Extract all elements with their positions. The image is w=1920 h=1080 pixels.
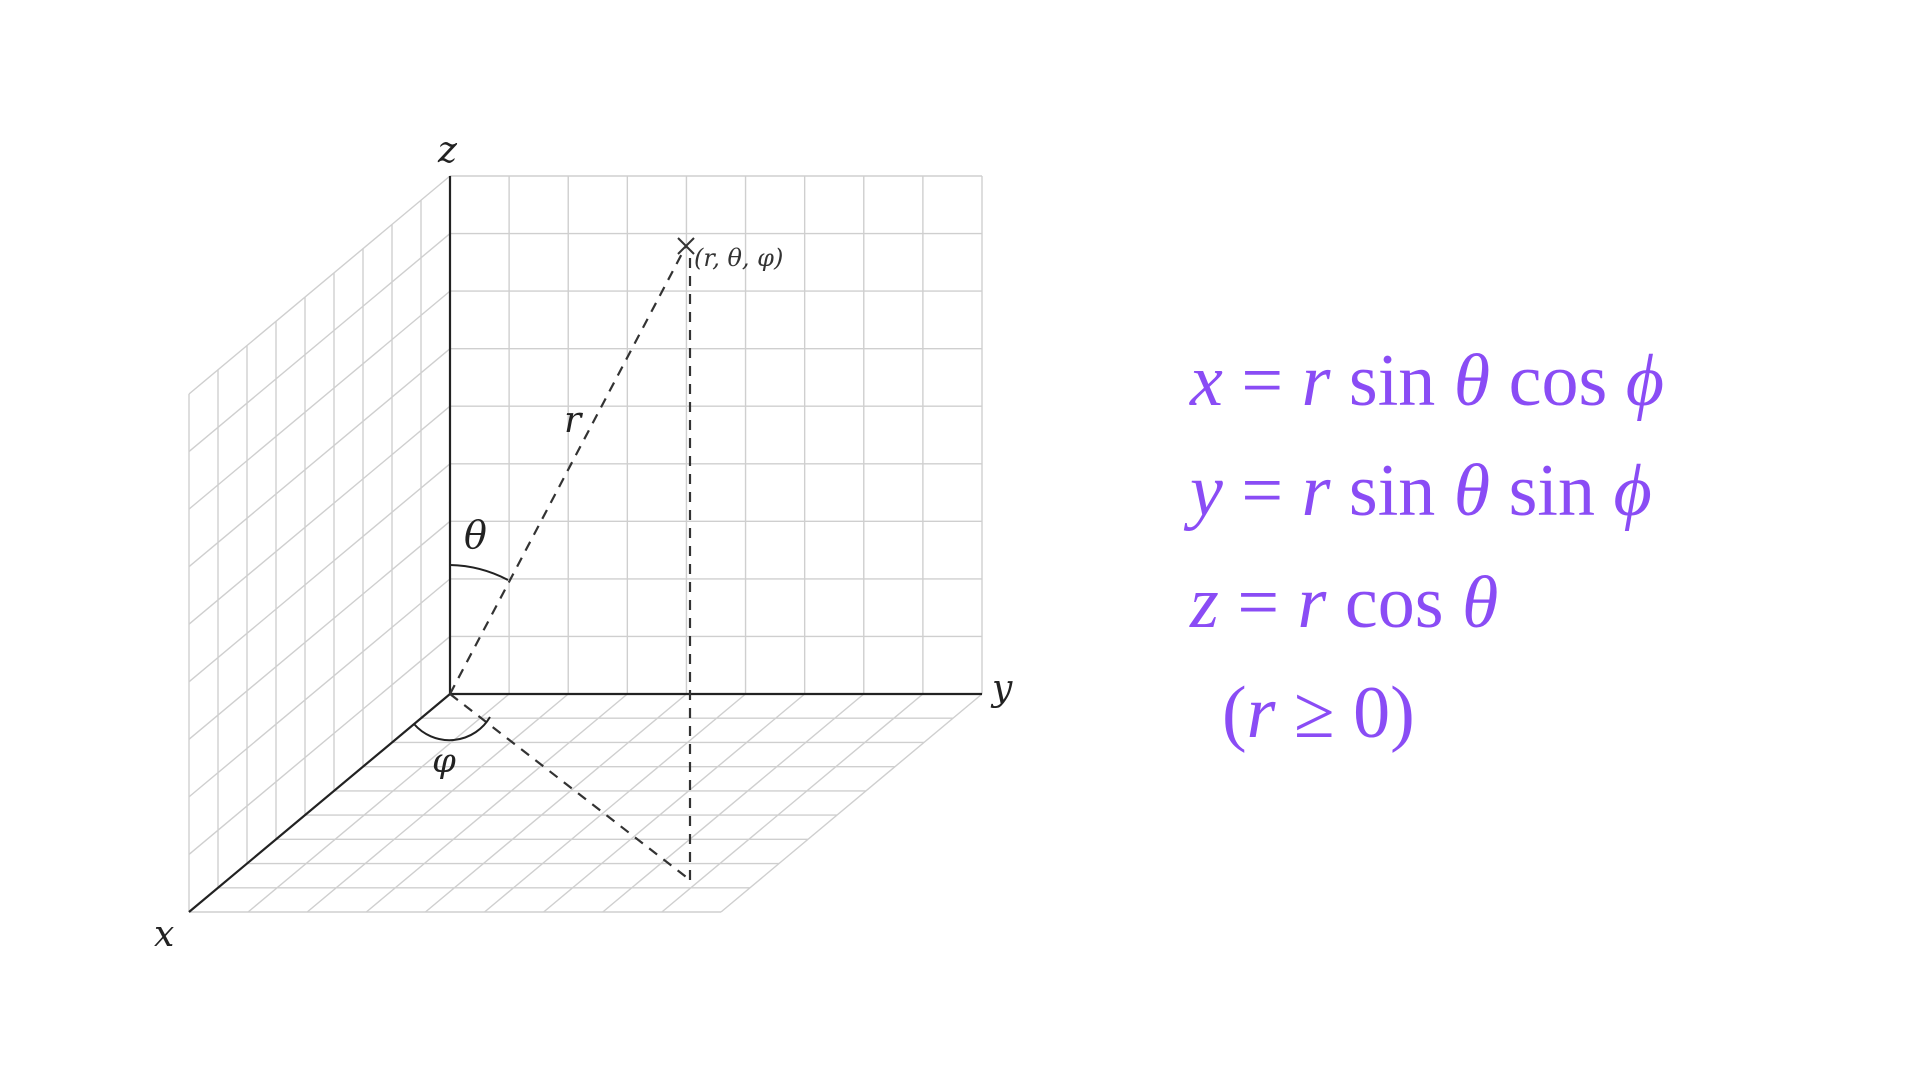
grid-line bbox=[484, 693, 747, 913]
equation-z-lhs: z bbox=[1190, 562, 1219, 644]
theta-arc bbox=[449, 564, 509, 581]
equation-y-sin-2: sin bbox=[1508, 450, 1595, 532]
condition-open-paren: ( bbox=[1222, 672, 1247, 754]
theta-label: θ bbox=[464, 513, 487, 557]
point-label: (r, θ, φ) bbox=[694, 244, 783, 272]
phi-label: φ bbox=[432, 741, 456, 781]
equation-x-phi: ϕ bbox=[1625, 340, 1665, 422]
equation-y-r: r bbox=[1301, 450, 1331, 532]
grid-side-wall bbox=[188, 175, 451, 912]
grid-line bbox=[188, 233, 451, 453]
condition-value: 0 bbox=[1353, 672, 1391, 754]
projection-floor-line bbox=[449, 693, 691, 881]
radius-line bbox=[449, 245, 687, 695]
equation-z-theta: θ bbox=[1462, 562, 1499, 644]
grid-line bbox=[188, 290, 451, 510]
grid-line bbox=[543, 693, 806, 913]
condition-r: r bbox=[1246, 672, 1276, 754]
equation-x-sin: sin bbox=[1348, 340, 1436, 422]
grid-line bbox=[720, 693, 983, 913]
point-marker-icon bbox=[677, 237, 695, 255]
grid-back-wall bbox=[450, 175, 983, 694]
grid-line bbox=[602, 693, 865, 913]
equation-y-lhs: y bbox=[1190, 450, 1223, 532]
equation-condition: (r ≥ 0) bbox=[1222, 676, 1415, 750]
grid-line bbox=[188, 520, 451, 740]
radius-label: r bbox=[564, 400, 583, 441]
grid-line bbox=[188, 463, 451, 683]
equation-x: x = r sin θ cos ϕ bbox=[1190, 344, 1664, 418]
grid-line bbox=[188, 405, 451, 625]
grid-line bbox=[188, 578, 451, 798]
grid-line bbox=[424, 693, 687, 913]
equation-z: z = r cos θ bbox=[1190, 566, 1498, 640]
equation-z-cos: cos bbox=[1344, 562, 1444, 644]
equation-z-r: r bbox=[1297, 562, 1327, 644]
equation-x-theta: θ bbox=[1453, 340, 1491, 422]
grid-line bbox=[661, 693, 924, 913]
grid-line bbox=[188, 175, 451, 395]
condition-close-paren: ) bbox=[1390, 672, 1415, 754]
equation-x-r: r bbox=[1301, 340, 1331, 422]
equation-x-lhs: x bbox=[1190, 340, 1223, 422]
equation-y-sin-1: sin bbox=[1348, 450, 1436, 532]
z-axis-label: z bbox=[437, 130, 458, 171]
y-axis-label: y bbox=[990, 668, 1013, 709]
equation-y-equals: = bbox=[1241, 450, 1284, 532]
grid-line bbox=[188, 348, 451, 568]
equation-y-theta: θ bbox=[1453, 450, 1491, 532]
equation-z-equals: = bbox=[1237, 562, 1280, 644]
phi-arc bbox=[413, 716, 491, 742]
grid-floor bbox=[189, 693, 983, 913]
condition-relation: ≥ bbox=[1293, 672, 1335, 754]
grid-line bbox=[365, 693, 628, 913]
grid-line bbox=[188, 635, 451, 855]
equation-x-equals: = bbox=[1241, 340, 1284, 422]
equation-y-phi: ϕ bbox=[1613, 450, 1652, 532]
equation-x-cos: cos bbox=[1508, 340, 1608, 422]
grid-line bbox=[306, 693, 569, 913]
x-axis-label: x bbox=[154, 914, 174, 955]
equation-y: y = r sin θ sin ϕ bbox=[1190, 454, 1652, 528]
x-axis bbox=[188, 693, 451, 913]
grid-line bbox=[247, 693, 510, 913]
